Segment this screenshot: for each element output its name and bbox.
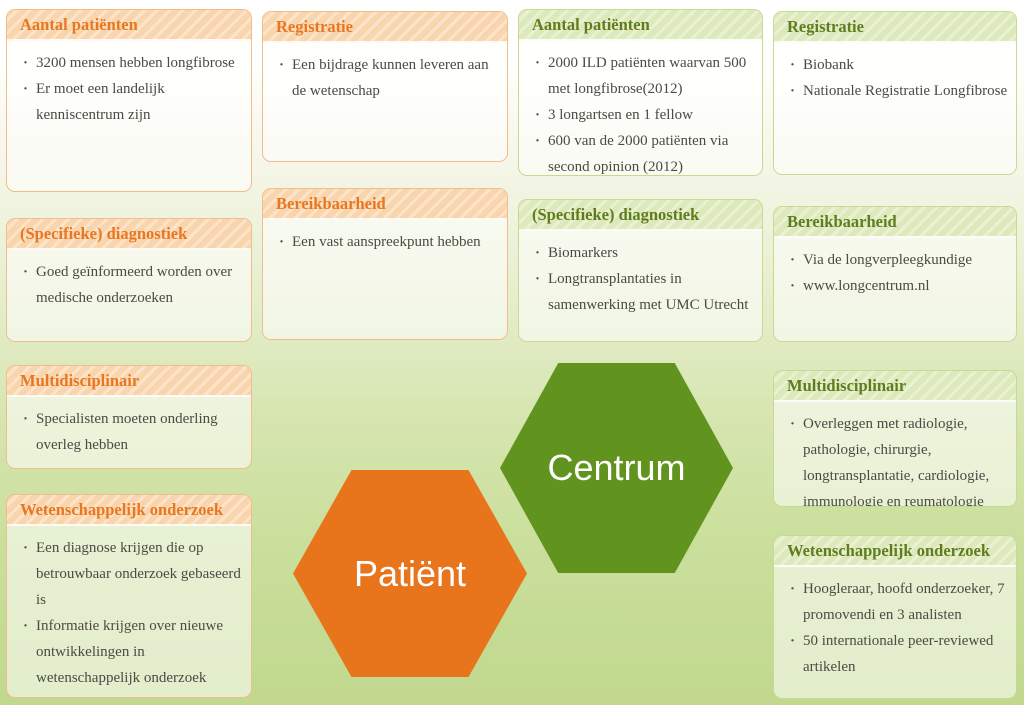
card-patient-wetenschappelijk-onderzoek: Wetenschappelijk onderzoek Een diagnose …: [6, 494, 252, 698]
bullet-item: 50 internationale peer-reviewed artikele…: [786, 628, 1010, 680]
card-title: Aantal patiënten: [7, 10, 251, 41]
card-centrum-bereikbaarheid: Bereikbaarheid Via de longverpleegkundig…: [773, 206, 1017, 342]
card-bullet-list: Specialisten moeten onderling overleg he…: [7, 397, 251, 468]
card-centrum-wetenschappelijk-onderzoek: Wetenschappelijk onderzoek Hoogleraar, h…: [773, 535, 1017, 699]
bullet-item: Goed geïnformeerd worden over medische o…: [19, 259, 245, 311]
card-title: Registratie: [774, 12, 1016, 43]
bullet-item: Via de longverpleegkundige: [786, 247, 1010, 273]
bullet-item: Een vast aanspreekpunt hebben: [275, 229, 501, 255]
bullet-item: Informatie krijgen over nieuwe ontwikkel…: [19, 613, 245, 691]
bullet-item: Overleggen met radiologie, pathologie, c…: [786, 411, 1010, 506]
bullet-item: 3200 mensen hebben longfibrose: [19, 50, 245, 76]
bullet-item: Biomarkers: [531, 240, 756, 266]
card-patient-aantal-patienten: Aantal patiënten 3200 mensen hebben long…: [6, 9, 252, 192]
card-title: Wetenschappelijk onderzoek: [774, 536, 1016, 567]
bullet-item: Longtransplantaties in samenwerking met …: [531, 266, 756, 318]
bullet-item: Nationale Registratie Longfibrose: [786, 78, 1010, 104]
card-title: Aantal patiënten: [519, 10, 762, 41]
card-title: (Specifieke) diagnostiek: [519, 200, 762, 231]
card-title: Bereikbaarheid: [774, 207, 1016, 238]
card-patient-specifieke-diagnostiek: (Specifieke) diagnostiek Goed geïnformee…: [6, 218, 252, 342]
bullet-item: Hoogleraar, hoofd onderzoeker, 7 promove…: [786, 576, 1010, 628]
card-bullet-list: Biomarkers Longtransplantaties in samenw…: [519, 231, 762, 341]
card-centrum-registratie: Registratie Biobank Nationale Registrati…: [773, 11, 1017, 175]
patient-hexagon: Patiënt: [293, 470, 527, 677]
card-centrum-multidisciplinair: Multidisciplinair Overleggen met radiolo…: [773, 370, 1017, 507]
bullet-item: Specialisten moeten onderling overleg he…: [19, 406, 245, 458]
card-title: Wetenschappelijk onderzoek: [7, 495, 251, 526]
card-centrum-aantal-patienten: Aantal patiënten 2000 ILD patiënten waar…: [518, 9, 763, 176]
card-patient-bereikbaarheid: Bereikbaarheid Een vast aanspreekpunt he…: [262, 188, 508, 340]
centrum-hexagon: Centrum: [500, 363, 733, 573]
card-bullet-list: 3200 mensen hebben longfibrose Er moet e…: [7, 41, 251, 191]
card-title: Multidisciplinair: [774, 371, 1016, 402]
card-title: Multidisciplinair: [7, 366, 251, 397]
card-patient-registratie: Registratie Een bijdrage kunnen leveren …: [262, 11, 508, 162]
bullet-item: 3 longartsen en 1 fellow: [531, 102, 756, 128]
card-patient-multidisciplinair: Multidisciplinair Specialisten moeten on…: [6, 365, 252, 469]
bullet-item: www.longcentrum.nl: [786, 273, 1010, 299]
bullet-item: Biobank: [786, 52, 1010, 78]
bullet-item: Er moet een landelijk kenniscentrum zijn: [19, 76, 245, 128]
card-centrum-specifieke-diagnostiek: (Specifieke) diagnostiek Biomarkers Long…: [518, 199, 763, 342]
card-bullet-list: Hoogleraar, hoofd onderzoeker, 7 promove…: [774, 567, 1016, 698]
card-bullet-list: Via de longverpleegkundige www.longcentr…: [774, 238, 1016, 341]
card-title: (Specifieke) diagnostiek: [7, 219, 251, 250]
card-bullet-list: Een bijdrage kunnen leveren aan de weten…: [263, 43, 507, 161]
card-title: Bereikbaarheid: [263, 189, 507, 220]
bullet-item: Een bijdrage kunnen leveren aan de weten…: [275, 52, 501, 104]
bullet-item: 2000 ILD patiënten waarvan 500 met longf…: [531, 50, 756, 102]
card-bullet-list: Overleggen met radiologie, pathologie, c…: [774, 402, 1016, 506]
patient-hexagon-label: Patiënt: [353, 552, 467, 594]
card-bullet-list: Biobank Nationale Registratie Longfibros…: [774, 43, 1016, 174]
card-bullet-list: Een vast aanspreekpunt hebben: [263, 220, 507, 339]
bullet-item: 600 van de 2000 patiënten via second opi…: [531, 128, 756, 175]
card-bullet-list: Een diagnose krijgen die op betrouwbaar …: [7, 526, 251, 697]
card-bullet-list: Goed geïnformeerd worden over medische o…: [7, 250, 251, 341]
card-title: Registratie: [263, 12, 507, 43]
bullet-item: Een diagnose krijgen die op betrouwbaar …: [19, 535, 245, 613]
card-bullet-list: 2000 ILD patiënten waarvan 500 met longf…: [519, 41, 762, 175]
centrum-hexagon-label: Centrum: [547, 447, 686, 488]
